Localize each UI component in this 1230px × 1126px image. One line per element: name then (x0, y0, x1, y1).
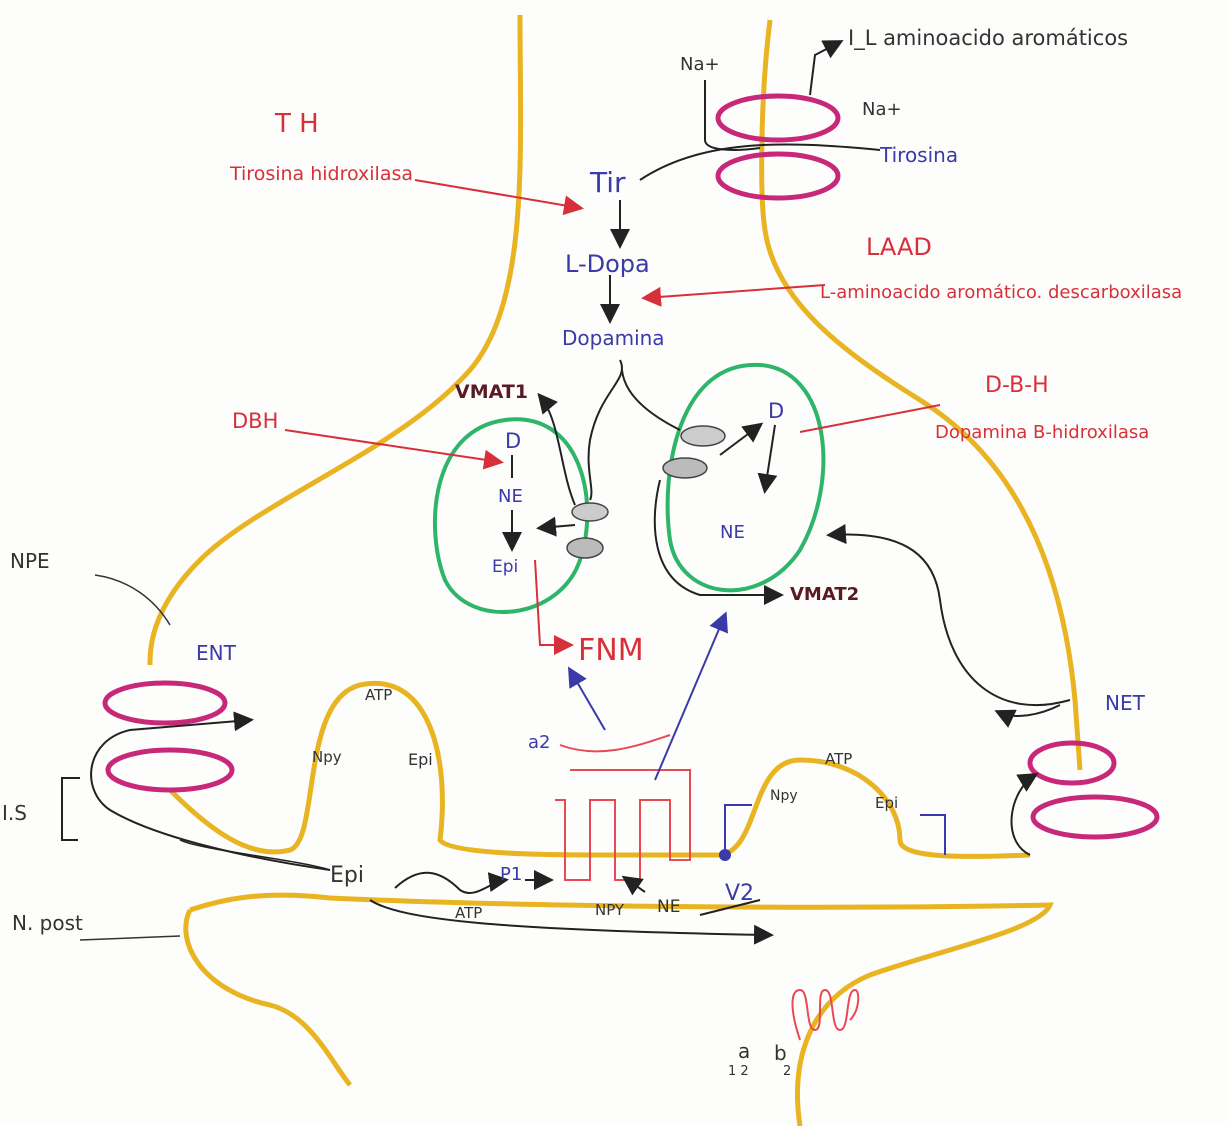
d-to-ne-right-arrow (765, 425, 775, 490)
ne-cleft-label: NE (657, 897, 680, 917)
ent-transporter-top (105, 683, 225, 723)
dbh-left-label: DBH (232, 409, 278, 433)
laad-full-label: L-aminoacido aromático. descarboxilasa (820, 282, 1182, 303)
d-left-label: D (505, 429, 521, 453)
a2-receptor (555, 770, 690, 880)
tirosina-label: Tirosina (879, 143, 958, 167)
epi-bracket-right (920, 815, 945, 855)
net-reuptake-arrow (830, 534, 1070, 705)
na-plus-top-label: Na+ (680, 54, 720, 75)
postsynaptic-membrane-left (186, 910, 350, 1085)
atp-left-label: ATP (365, 686, 392, 704)
vmat1-label: VMAT1 (455, 381, 528, 403)
epi-left-label: Epi (408, 750, 433, 769)
vmat-left-lower (567, 538, 603, 558)
postsynaptic-receptor (793, 990, 859, 1040)
a2-label: a2 (528, 732, 550, 753)
dbh-full-label: Dopamina B-hidroxilasa (935, 422, 1149, 443)
th-arrow (415, 180, 580, 208)
dopamina-to-vesicle-right (622, 370, 680, 430)
v2-label: V2 (725, 881, 754, 906)
npost-pointer-line (80, 936, 180, 940)
net-to-terminal-arrow (998, 705, 1060, 716)
vmat-right-to-d-arrow (720, 425, 760, 455)
presynaptic-membrane-left (150, 15, 521, 665)
vmat-left-upper (572, 503, 608, 521)
npy-cleft-label: NPY (595, 901, 625, 919)
dopamina-label: Dopamina (562, 326, 665, 350)
npy-left-label: Npy (312, 748, 342, 766)
na-plus-right-label: Na+ (862, 99, 902, 120)
epi-right-label: Epi (875, 794, 898, 812)
tyr-transporter-bottom (718, 154, 838, 198)
th-label: T H (274, 109, 319, 139)
a2-loop (560, 735, 670, 751)
ent-label: ENT (196, 641, 237, 665)
npy-right-label: Npy (770, 788, 798, 804)
d-right-label: D (768, 399, 784, 423)
dbh-right-line (800, 405, 940, 432)
a2-to-fnm-arrow (570, 670, 605, 730)
vmat1-to-vesicle-arrow (540, 525, 575, 528)
postsynaptic-membrane (190, 895, 1050, 1126)
laad-label: LAAD (866, 233, 932, 261)
ne-right-label: NE (720, 522, 745, 543)
l-dopa-label: L-Dopa (565, 250, 650, 278)
hs-bracket (62, 778, 80, 840)
tyr-transporter-top (718, 96, 838, 140)
a2-to-vmat2-arrow (655, 615, 725, 780)
vmat-right-upper (681, 426, 725, 446)
ent-transporter-bottom (108, 750, 232, 790)
epi-cleft-label: Epi (330, 863, 364, 888)
dbh-right-label: D-B-H (985, 373, 1049, 398)
n-post-label: N. post (12, 911, 83, 935)
b2-subscript: 2 (783, 1064, 791, 1079)
npe-label: NPE (10, 549, 50, 573)
atp-cleft-label: ATP (455, 904, 482, 922)
b2-label: b (774, 1041, 787, 1065)
il-exit-arrow (810, 42, 840, 95)
a12-label: a (738, 1039, 750, 1063)
th-full-label: Tirosina hidroxilasa (229, 163, 413, 185)
vmat2-arrow (655, 480, 780, 595)
net-label: NET (1105, 691, 1146, 715)
hs-label: I.S (2, 801, 27, 825)
il-transporter-label: I_L aminoacido aromáticos (848, 26, 1128, 51)
v2-dot (719, 849, 731, 861)
net-transporter-bottom (1033, 797, 1157, 837)
dopamina-to-vesicle-left (589, 360, 622, 500)
net-transporter-top (1030, 743, 1114, 783)
fnm-label: FNM (578, 633, 644, 668)
vmat-right-lower (663, 458, 707, 478)
ne-left-label: NE (498, 486, 523, 507)
laad-arrow (645, 285, 825, 298)
p1-label: P1 (500, 864, 522, 885)
epi-to-p1-arrow (395, 873, 505, 893)
vmat2-label: VMAT2 (790, 584, 859, 605)
atp-right-label: ATP (825, 750, 852, 768)
a12-subscript: 1 2 (728, 1064, 749, 1079)
tyr-label: Tir (589, 166, 626, 199)
epi-vesicle-label: Epi (492, 557, 518, 577)
